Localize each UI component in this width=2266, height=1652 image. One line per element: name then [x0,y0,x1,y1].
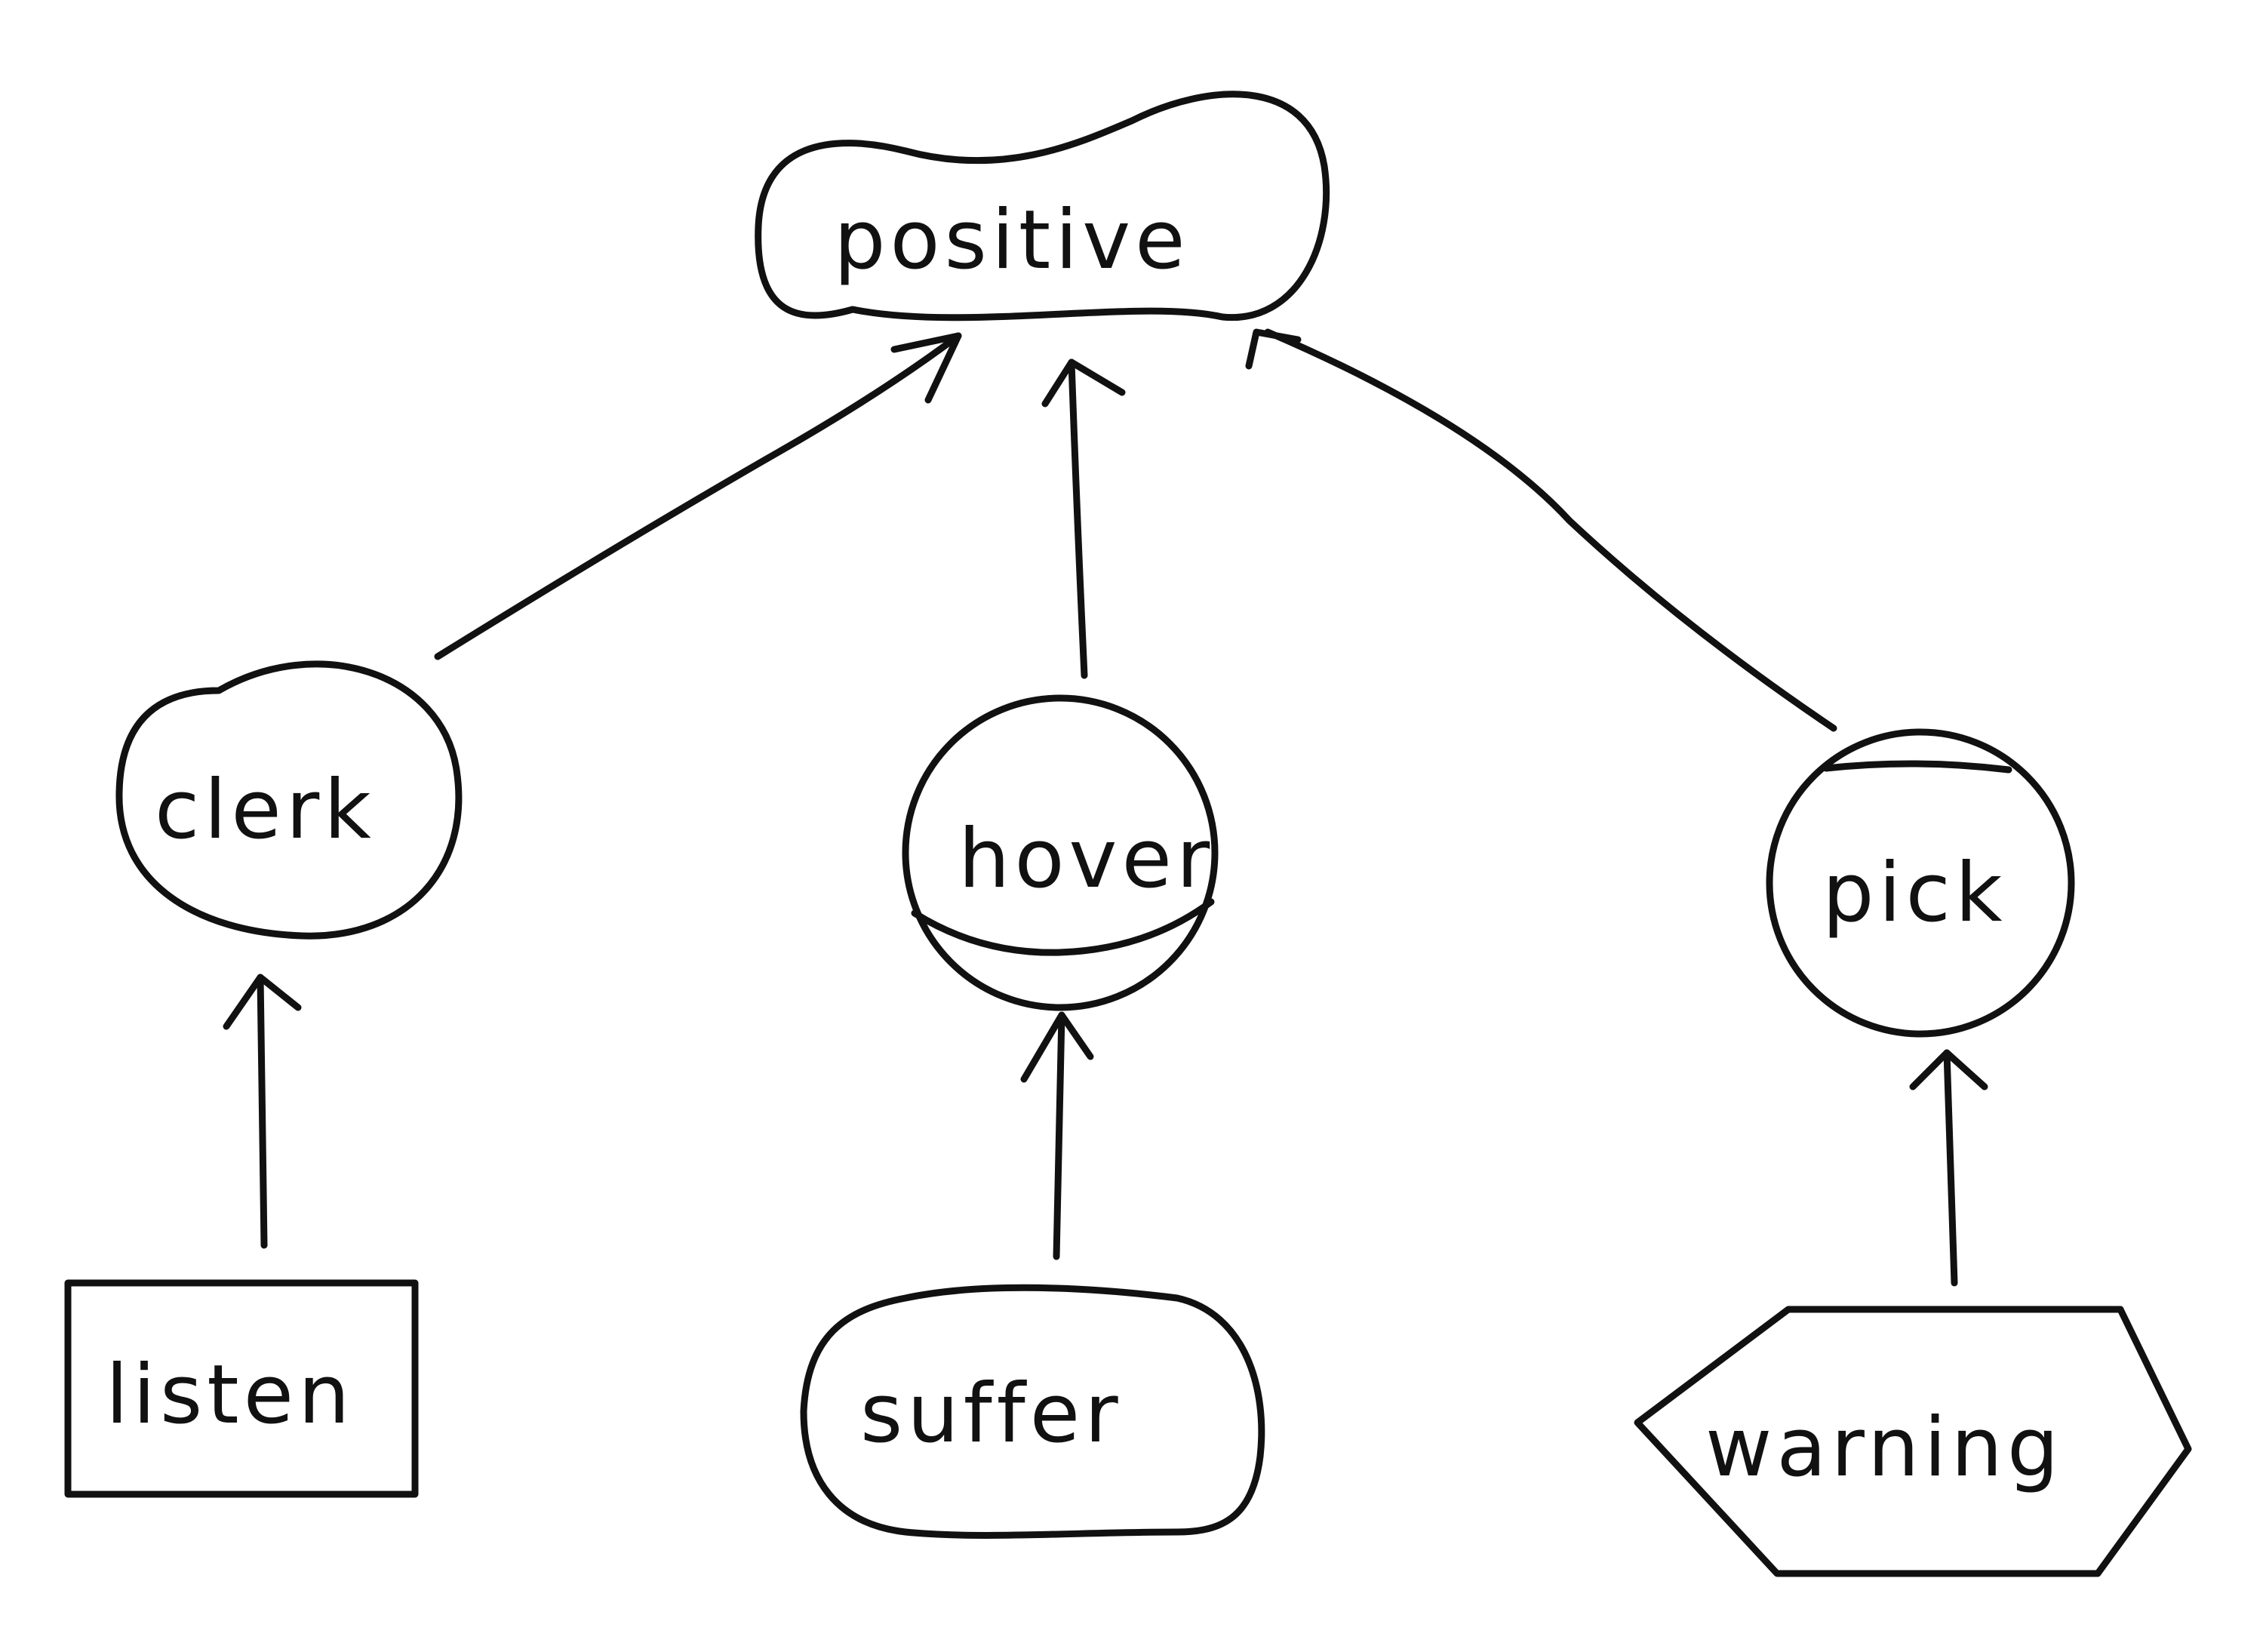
node-suffer: suffer [800,1284,1265,1539]
node-shape-circle [115,660,463,940]
edge-line [257,974,268,1249]
edge-suffer-to-hover [1020,1011,1094,1260]
node-shape-circle [1766,728,2075,1038]
node-shape-hexagon [1634,1306,2192,1577]
arrowhead-icon [1041,358,1126,408]
edge-hover-to-positive [1041,358,1126,679]
node-band [1822,760,2012,774]
arrowhead-icon [1020,1011,1094,1083]
node-label: clerk [155,763,376,857]
edge-line [1943,1049,1958,1287]
arrowhead-icon [890,332,962,404]
edge-line [1068,358,1088,679]
arrowhead-icon [1909,1049,1988,1091]
node-warning: warning [1634,1306,2192,1577]
node-shape-circle [902,694,1219,1011]
node-hover: hover [902,694,1219,1011]
edges [223,328,1988,1287]
node-label: positive [834,193,1190,288]
node-label: warning [1705,1401,2063,1495]
node-listen: listen [64,1279,419,1498]
node-label: pick [1822,846,2006,940]
node-shape-rectangle [64,1279,419,1498]
edge-line [434,332,962,660]
node-pick: pick [1766,728,2075,1038]
node-shape-blob [755,91,1330,321]
arrowhead-icon [223,974,302,1030]
node-shape-rounded [800,1284,1265,1539]
node-label: suffer [860,1367,1123,1461]
node-clerk: clerk [115,660,463,940]
node-positive: positive [755,91,1330,321]
node-label: hover [958,812,1214,906]
edge-line [1264,328,1837,732]
node-label: listen [106,1348,355,1442]
edge-pick-to-positive [1245,328,1837,732]
edge-clerk-to-positive [434,332,962,660]
edge-warning-to-pick [1909,1049,1988,1287]
node-band [911,898,1215,956]
edge-line [1053,1011,1065,1260]
edge-listen-to-clerk [223,974,302,1249]
arrowhead-icon [1245,328,1302,370]
